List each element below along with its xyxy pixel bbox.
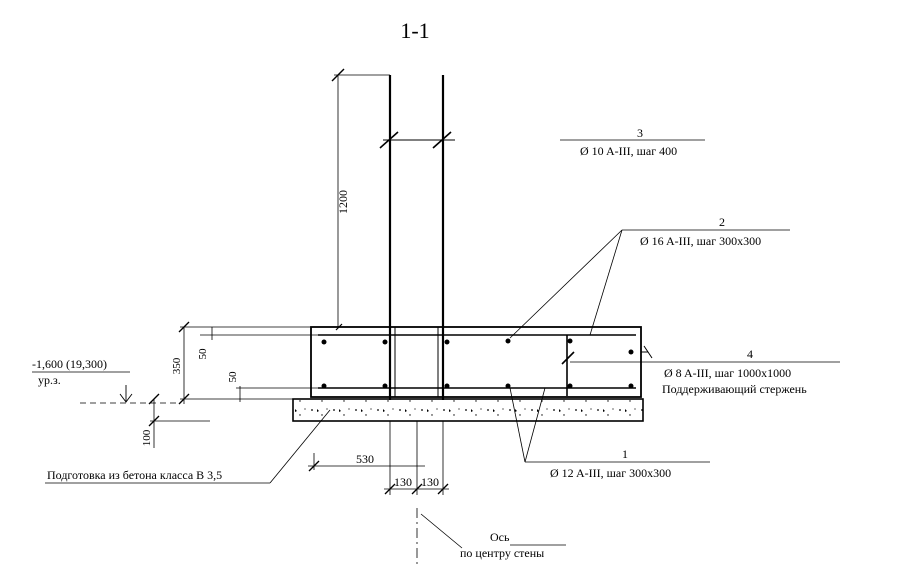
callout-1-number: 1 xyxy=(622,447,628,461)
axis-label-line1: Ось xyxy=(490,530,510,544)
elevation-label: ур.з. xyxy=(38,373,61,387)
slab-vertical-dimensions: 350 50 50 xyxy=(171,321,318,405)
callout-4-note: Поддерживающий стержень xyxy=(662,382,807,396)
concrete-preparation-layer xyxy=(292,398,644,422)
dimension-1200: 1200 xyxy=(331,68,390,327)
callout-2-spec: Ø 16 A-III, шаг 300x300 xyxy=(640,234,761,248)
dim-half-width-right: 130 xyxy=(421,475,439,489)
axis-label-line2: по центру стены xyxy=(460,546,544,560)
callout-4: 4 Ø 8 A-III, шаг 1000x1000 Поддерживающи… xyxy=(570,347,840,396)
bottom-horizontal-dimensions: 530 130 130 xyxy=(308,421,449,495)
dim-offset-left: 530 xyxy=(356,452,374,466)
callout-3-number: 3 xyxy=(637,126,643,140)
dimension-100: 100 xyxy=(141,393,210,448)
dim-column-height: 1200 xyxy=(336,190,350,214)
elevation-value: -1,600 (19,300) xyxy=(32,357,107,371)
callout-4-spec: Ø 8 A-III, шаг 1000x1000 xyxy=(664,366,791,380)
callout-4-number: 4 xyxy=(747,347,753,361)
foundation-slab xyxy=(310,323,653,398)
callout-2: 2 Ø 16 A-III, шаг 300x300 xyxy=(509,215,790,339)
preparation-callout: Подготовка из бетона класса В 3,5 xyxy=(45,409,331,484)
callout-1-spec: Ø 12 A-III, шаг 300x300 xyxy=(550,466,671,480)
wall-stem xyxy=(379,75,455,400)
section-title: 1-1 xyxy=(400,18,429,43)
callout-1: 1 Ø 12 A-III, шаг 300x300 xyxy=(509,387,710,480)
callout-2-number: 2 xyxy=(719,215,725,229)
preparation-label: Подготовка из бетона класса В 3,5 xyxy=(47,468,222,482)
callout-3-spec: Ø 10 A-III, шаг 400 xyxy=(580,144,677,158)
dim-half-width-left: 130 xyxy=(394,475,412,489)
elevation-marker: -1,600 (19,300) ур.з. xyxy=(32,357,180,404)
dim-prep-thickness: 100 xyxy=(141,429,153,446)
dim-bottom-cover: 50 xyxy=(227,371,239,383)
dim-top-cover: 50 xyxy=(197,348,209,360)
axis-callout: Ось по центру стены xyxy=(416,508,566,566)
callout-3: 3 Ø 10 A-III, шаг 400 xyxy=(560,126,705,158)
dim-slab-thickness: 350 xyxy=(171,357,183,374)
